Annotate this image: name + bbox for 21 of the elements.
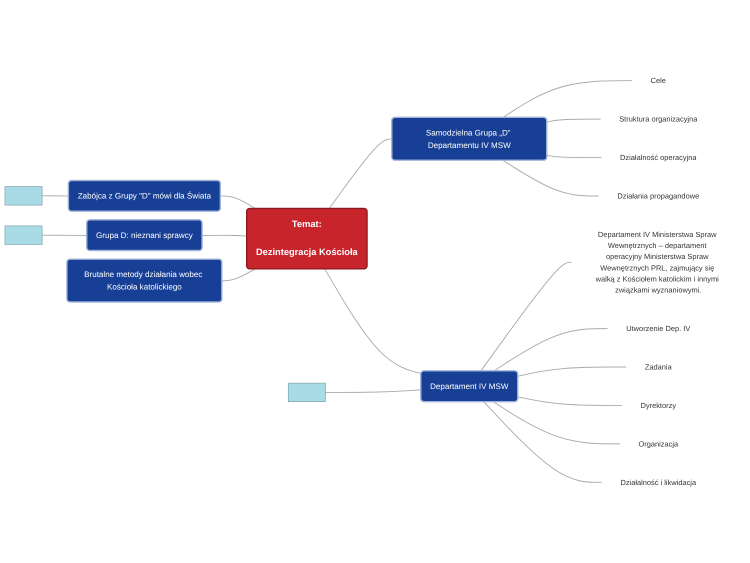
connector (222, 268, 256, 282)
connector (502, 160, 600, 196)
connector (502, 80, 632, 118)
connector (493, 401, 620, 444)
connector (42, 195, 70, 197)
node-box (4, 226, 42, 245)
connector (324, 268, 422, 374)
connector (493, 328, 608, 372)
connector (518, 396, 622, 406)
connector (518, 366, 627, 377)
connector (324, 389, 422, 393)
connector (202, 234, 248, 237)
connector (483, 401, 602, 483)
connector (42, 234, 88, 236)
node-box (4, 186, 42, 206)
connector (328, 138, 393, 210)
node-box (288, 382, 326, 402)
connector (220, 196, 256, 210)
connector (480, 262, 572, 372)
connector (546, 154, 602, 158)
connector (546, 118, 602, 123)
